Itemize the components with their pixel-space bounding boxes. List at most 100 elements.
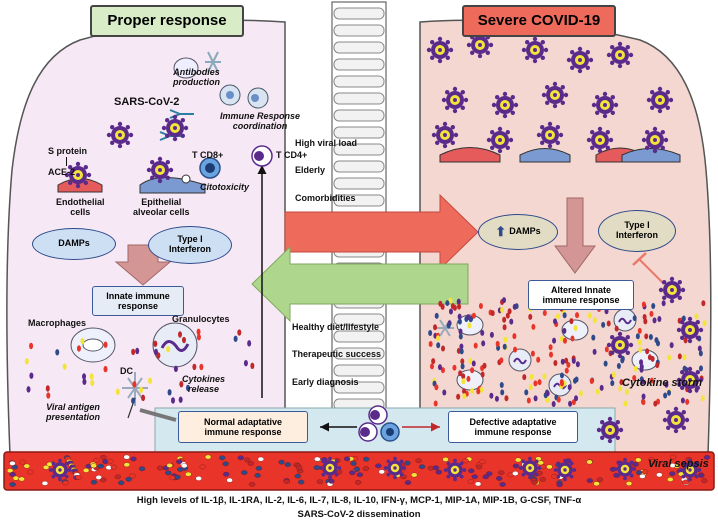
blood-cell: [82, 467, 90, 473]
cytokine-dot: [570, 335, 575, 342]
blood-cell: [166, 463, 173, 468]
defective-adaptive-box: Defective adaptative immune response: [448, 411, 578, 443]
blood-cell: [328, 478, 335, 484]
cytokine-dot: [489, 392, 494, 399]
virus-icon: [486, 126, 514, 154]
cytokine-dot: [131, 348, 136, 356]
cytokine-dot: [645, 348, 650, 355]
cytokine-dot: [556, 396, 561, 403]
cytokine-dot: [642, 313, 647, 320]
cytokine-dot: [682, 365, 687, 372]
cytokine-dot: [545, 390, 550, 397]
cytokine-dot: [479, 386, 484, 393]
cytokine-dot: [618, 385, 623, 392]
blood-cell: [176, 459, 183, 465]
interferon-inhibition: [632, 252, 665, 285]
cytokine-dot: [428, 330, 433, 337]
cytokine-dot: [459, 343, 464, 350]
innate-immune-box: Innate immune response: [92, 286, 184, 316]
blood-cell: [418, 464, 426, 470]
cytokine-dot: [468, 316, 473, 323]
blood-cell: [495, 476, 503, 481]
blood-cell: [356, 472, 364, 478]
cytokine-dot: [62, 363, 67, 370]
risk-arrow-right: [284, 193, 479, 271]
cytokine-dot: [458, 370, 463, 377]
blood-cell: [667, 477, 674, 482]
cytokine-dot: [462, 393, 467, 400]
cytokine-dot: [26, 386, 31, 393]
blood-cell: [199, 464, 206, 470]
cytokine-dot: [80, 337, 85, 345]
dc-label: DC: [120, 366, 133, 376]
cytokine-dot: [697, 345, 702, 352]
blood-cell: [97, 463, 104, 469]
cytokine-dot: [545, 396, 550, 403]
cytokine-dot: [559, 335, 564, 342]
cytokine-dot: [233, 335, 238, 342]
cytokine-dot: [452, 304, 457, 311]
cytokine-dot: [641, 301, 646, 308]
cytokine-dot: [24, 358, 29, 365]
cytokine-dot: [90, 379, 95, 387]
cytokine-dot: [536, 356, 541, 363]
blood-cell: [181, 463, 188, 469]
cytokine-dot: [446, 322, 451, 329]
cytokine-dot: [529, 373, 534, 380]
blood-cell: [375, 463, 382, 469]
cytokine-dot: [460, 358, 465, 365]
blood-cell: [649, 459, 656, 465]
cytokine-dot: [575, 312, 580, 319]
blood-cell: [635, 457, 642, 463]
blood-cell: [462, 458, 469, 464]
cytokine-dot: [512, 333, 517, 340]
blood-cell: [435, 469, 442, 475]
cytokine-dot: [651, 303, 656, 310]
cytokine-dot: [575, 361, 580, 368]
cytokine-dot: [669, 342, 674, 349]
blood-cell: [656, 472, 663, 478]
protective-factor-list: Healthy diet/lifestyle Therapeutic succe…: [292, 322, 412, 387]
cytokine-dot: [649, 377, 654, 384]
blood-cell: [468, 468, 475, 474]
cytokine-dot: [482, 362, 487, 369]
cytokine-dot: [500, 389, 505, 396]
virus-icon: [676, 316, 704, 344]
cytokine-dot: [571, 357, 576, 364]
cytokine-dot: [476, 388, 481, 395]
blood-cell: [701, 478, 708, 484]
cytokine-dot: [614, 325, 619, 332]
blood-cell: [9, 471, 16, 477]
blood-cell: [100, 477, 107, 483]
cytokine-dot: [504, 395, 509, 402]
granulocytes-label: Granulocytes: [172, 314, 230, 324]
blood-cell: [241, 470, 248, 475]
cytokine-dot: [564, 367, 569, 374]
cytokine-dot: [481, 340, 486, 347]
cytokine-dot: [624, 388, 629, 395]
cytokine-dot: [502, 324, 507, 331]
cytokine-dot: [434, 312, 439, 319]
blood-cell: [254, 473, 261, 478]
type-i-interferon-pill-right: Type I Interferon: [598, 210, 676, 252]
cytokine-storm-label: Cytokine storm: [622, 377, 703, 389]
cytokine-dot: [473, 342, 478, 349]
blood-cell: [474, 481, 482, 487]
cytokine-dot: [530, 350, 535, 357]
cytokine-dot: [440, 367, 445, 374]
proper-response-header: Proper response: [90, 5, 244, 37]
cytokine-dot: [434, 384, 439, 391]
cytokine-dot: [237, 329, 242, 336]
cytokine-dot: [466, 375, 471, 382]
cytokine-dot: [522, 374, 527, 381]
cytokine-dot: [103, 341, 108, 348]
cytokine-dot: [494, 395, 499, 402]
blood-cell: [669, 454, 677, 460]
virus-icon: [536, 121, 564, 149]
blood-cell: [165, 470, 172, 476]
blood-cell: [18, 476, 25, 482]
blood-cell: [415, 458, 422, 464]
cytokine-dot: [533, 380, 538, 387]
blood-cell: [314, 456, 321, 462]
